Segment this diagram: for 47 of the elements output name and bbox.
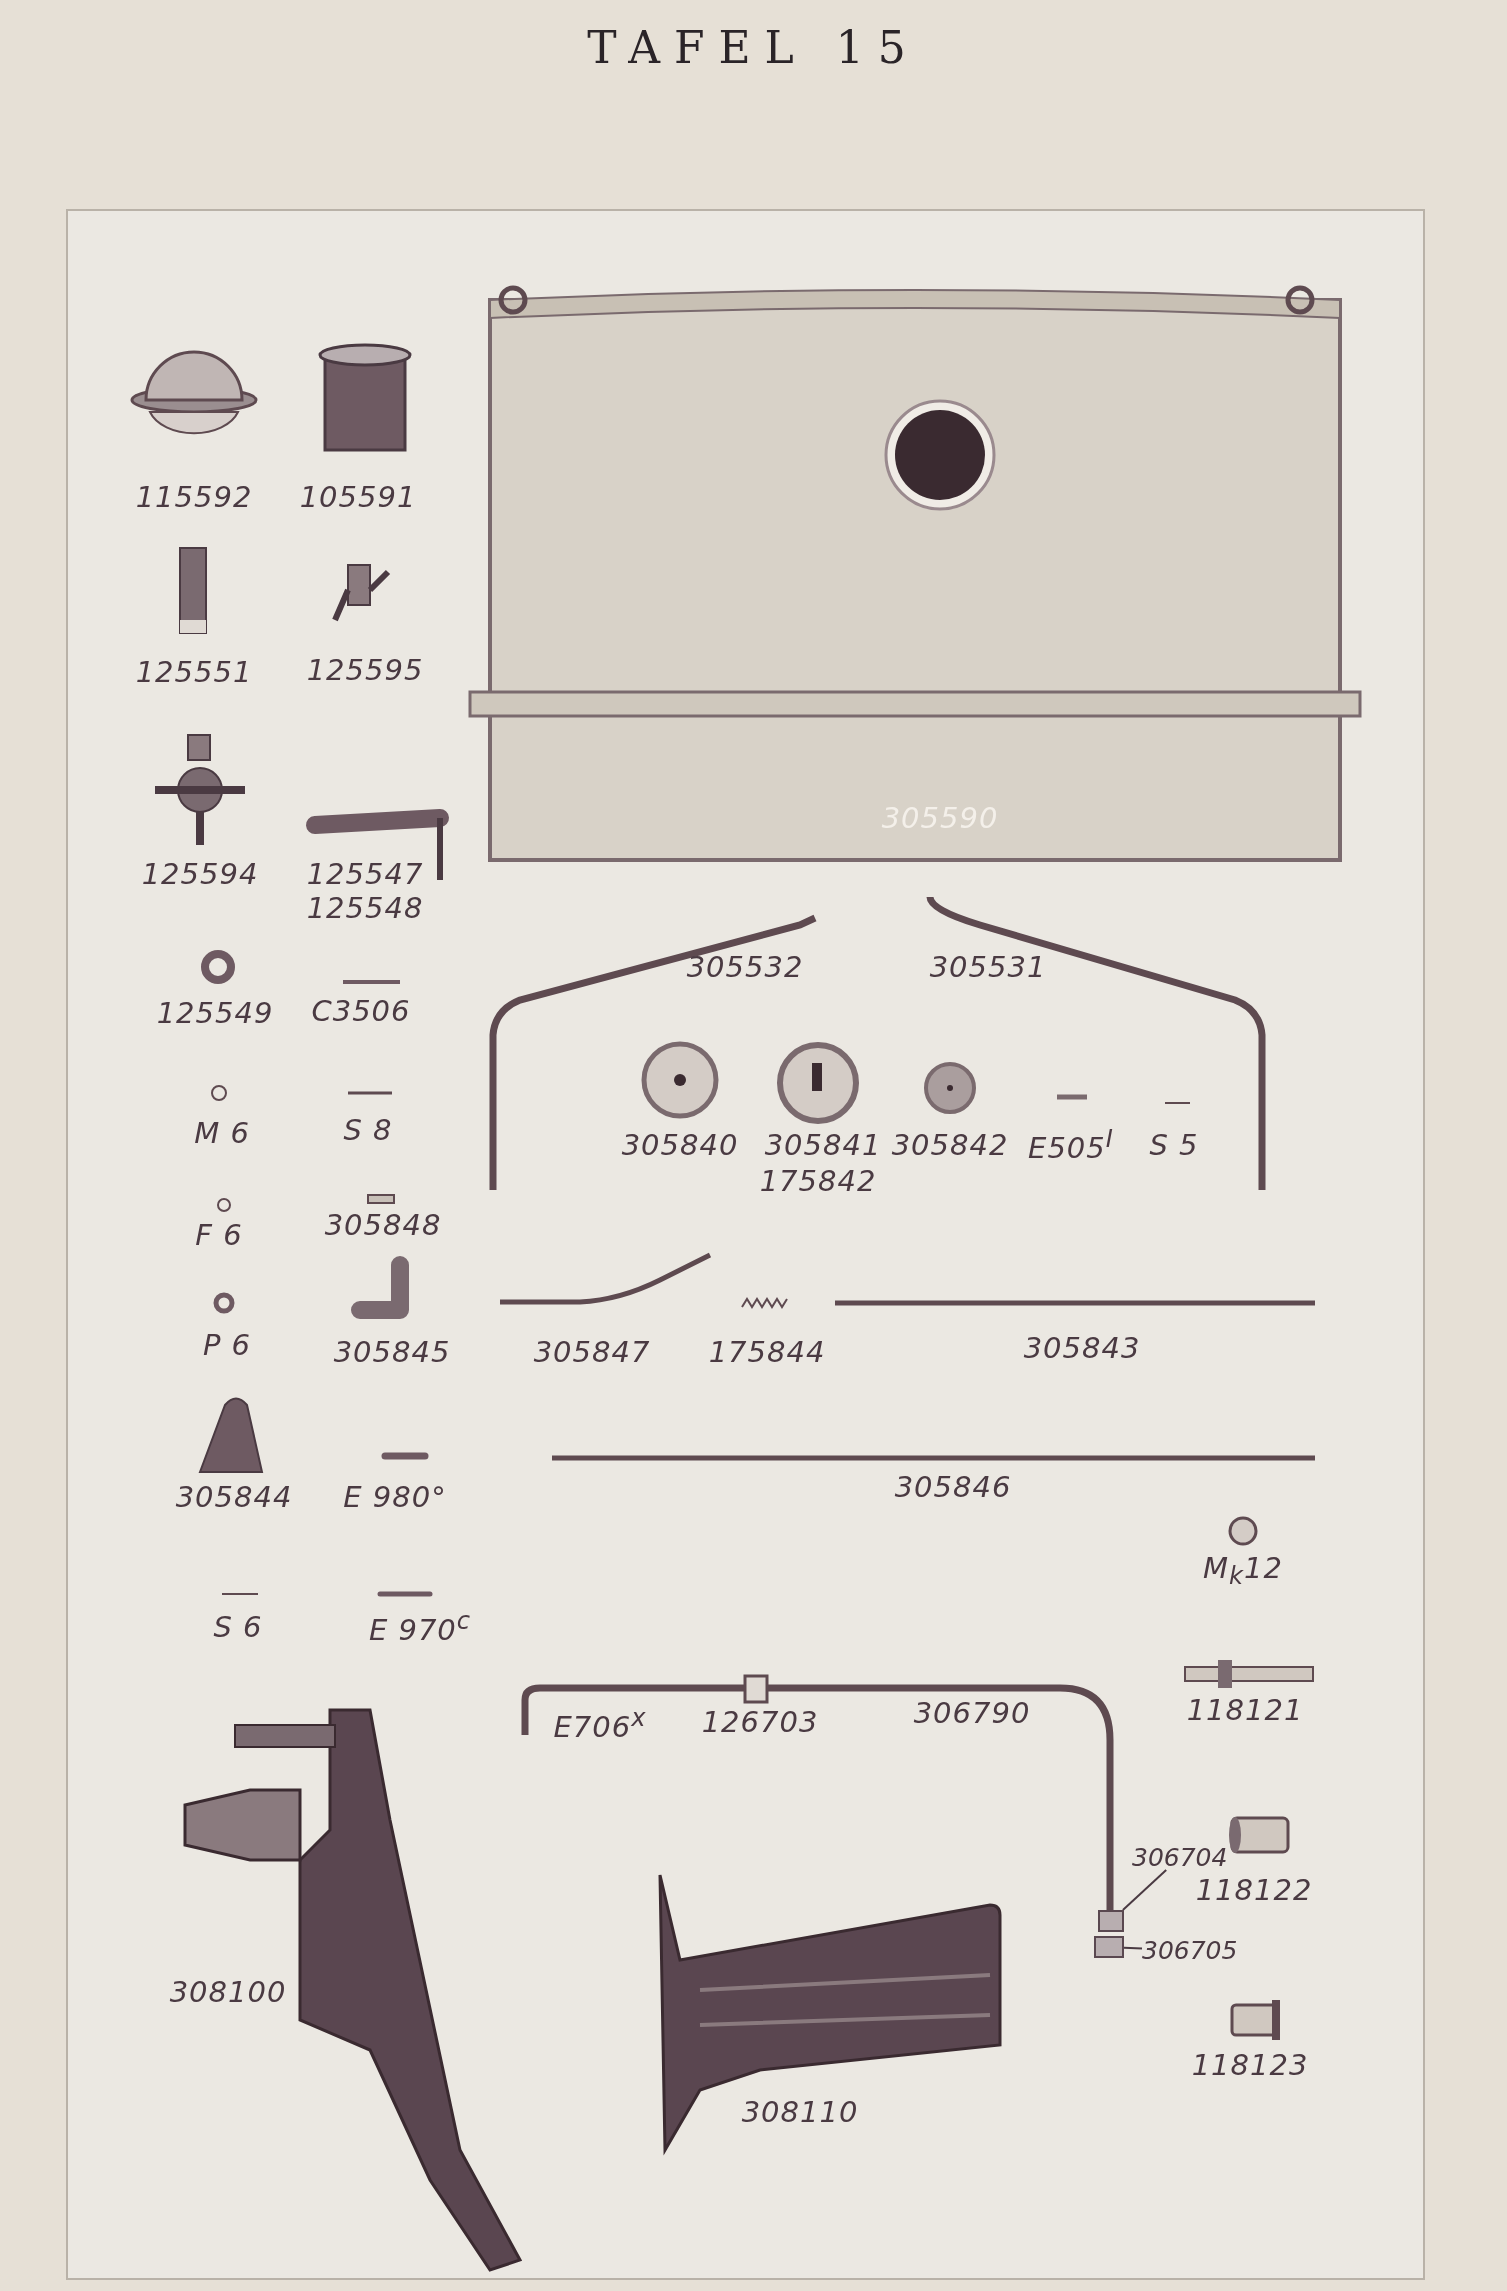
- part-number: F 6: [195, 1220, 243, 1250]
- part-number: 306705: [1142, 1938, 1238, 1963]
- part-number: 305532: [686, 952, 804, 982]
- part-number: 175844: [708, 1337, 826, 1367]
- part-number: 306704: [1132, 1845, 1228, 1870]
- part-number: S 6: [213, 1612, 263, 1642]
- part-number: 305845: [333, 1337, 451, 1367]
- part-number: 308100: [169, 1977, 287, 2007]
- part-number: M$_{k}$12: [1203, 1553, 1283, 1589]
- part-number: 308110: [741, 2097, 859, 2127]
- part-number: 118121: [1186, 1695, 1304, 1725]
- part-number: 305843: [1023, 1333, 1141, 1363]
- part-number: C3506: [311, 996, 411, 1026]
- page-title: TAFEL 15: [586, 22, 921, 73]
- part-number: 305531: [929, 952, 1047, 982]
- part-number: E505$^{I}$: [1028, 1127, 1114, 1163]
- part-number: 118122: [1195, 1875, 1313, 1905]
- part-number: 125551: [135, 657, 253, 687]
- part-number: 305840: [621, 1130, 739, 1160]
- part-number: 115592: [135, 482, 253, 512]
- leader-line: [1123, 1946, 1143, 1950]
- part-number: 125548: [306, 893, 424, 923]
- part-number: 118123: [1191, 2050, 1309, 2080]
- part-number: P 6: [202, 1330, 252, 1360]
- part-number: 306790: [913, 1698, 1031, 1728]
- part-number: 126703: [701, 1707, 819, 1737]
- pipe-fitting-drawing: [1094, 1936, 1124, 1958]
- part-number: 305846: [894, 1472, 1012, 1502]
- part-number: 305842: [891, 1130, 1009, 1160]
- part-number: S 8: [343, 1115, 393, 1145]
- part-number: 175842: [759, 1166, 877, 1196]
- part-number: 105591: [299, 482, 417, 512]
- part-number: 305848: [324, 1210, 442, 1240]
- part-number: 125594: [141, 859, 259, 889]
- pipe-fitting-drawing: [1098, 1910, 1124, 1932]
- part-number: E 980°: [343, 1482, 447, 1512]
- part-number: E 970$^{c}$: [368, 1609, 472, 1645]
- part-number: 305844: [175, 1482, 293, 1512]
- part-number: 125549: [156, 998, 274, 1028]
- part-number: 125595: [306, 655, 424, 685]
- part-number: M 6: [194, 1118, 250, 1148]
- leader-line: [1121, 1869, 1168, 1911]
- part-number: 125547: [306, 859, 424, 889]
- part-number: E706$^{x}$: [553, 1706, 647, 1742]
- part-number: 305847: [533, 1337, 651, 1367]
- part-number: S 5: [1149, 1130, 1199, 1160]
- part-number: 305841: [764, 1130, 882, 1160]
